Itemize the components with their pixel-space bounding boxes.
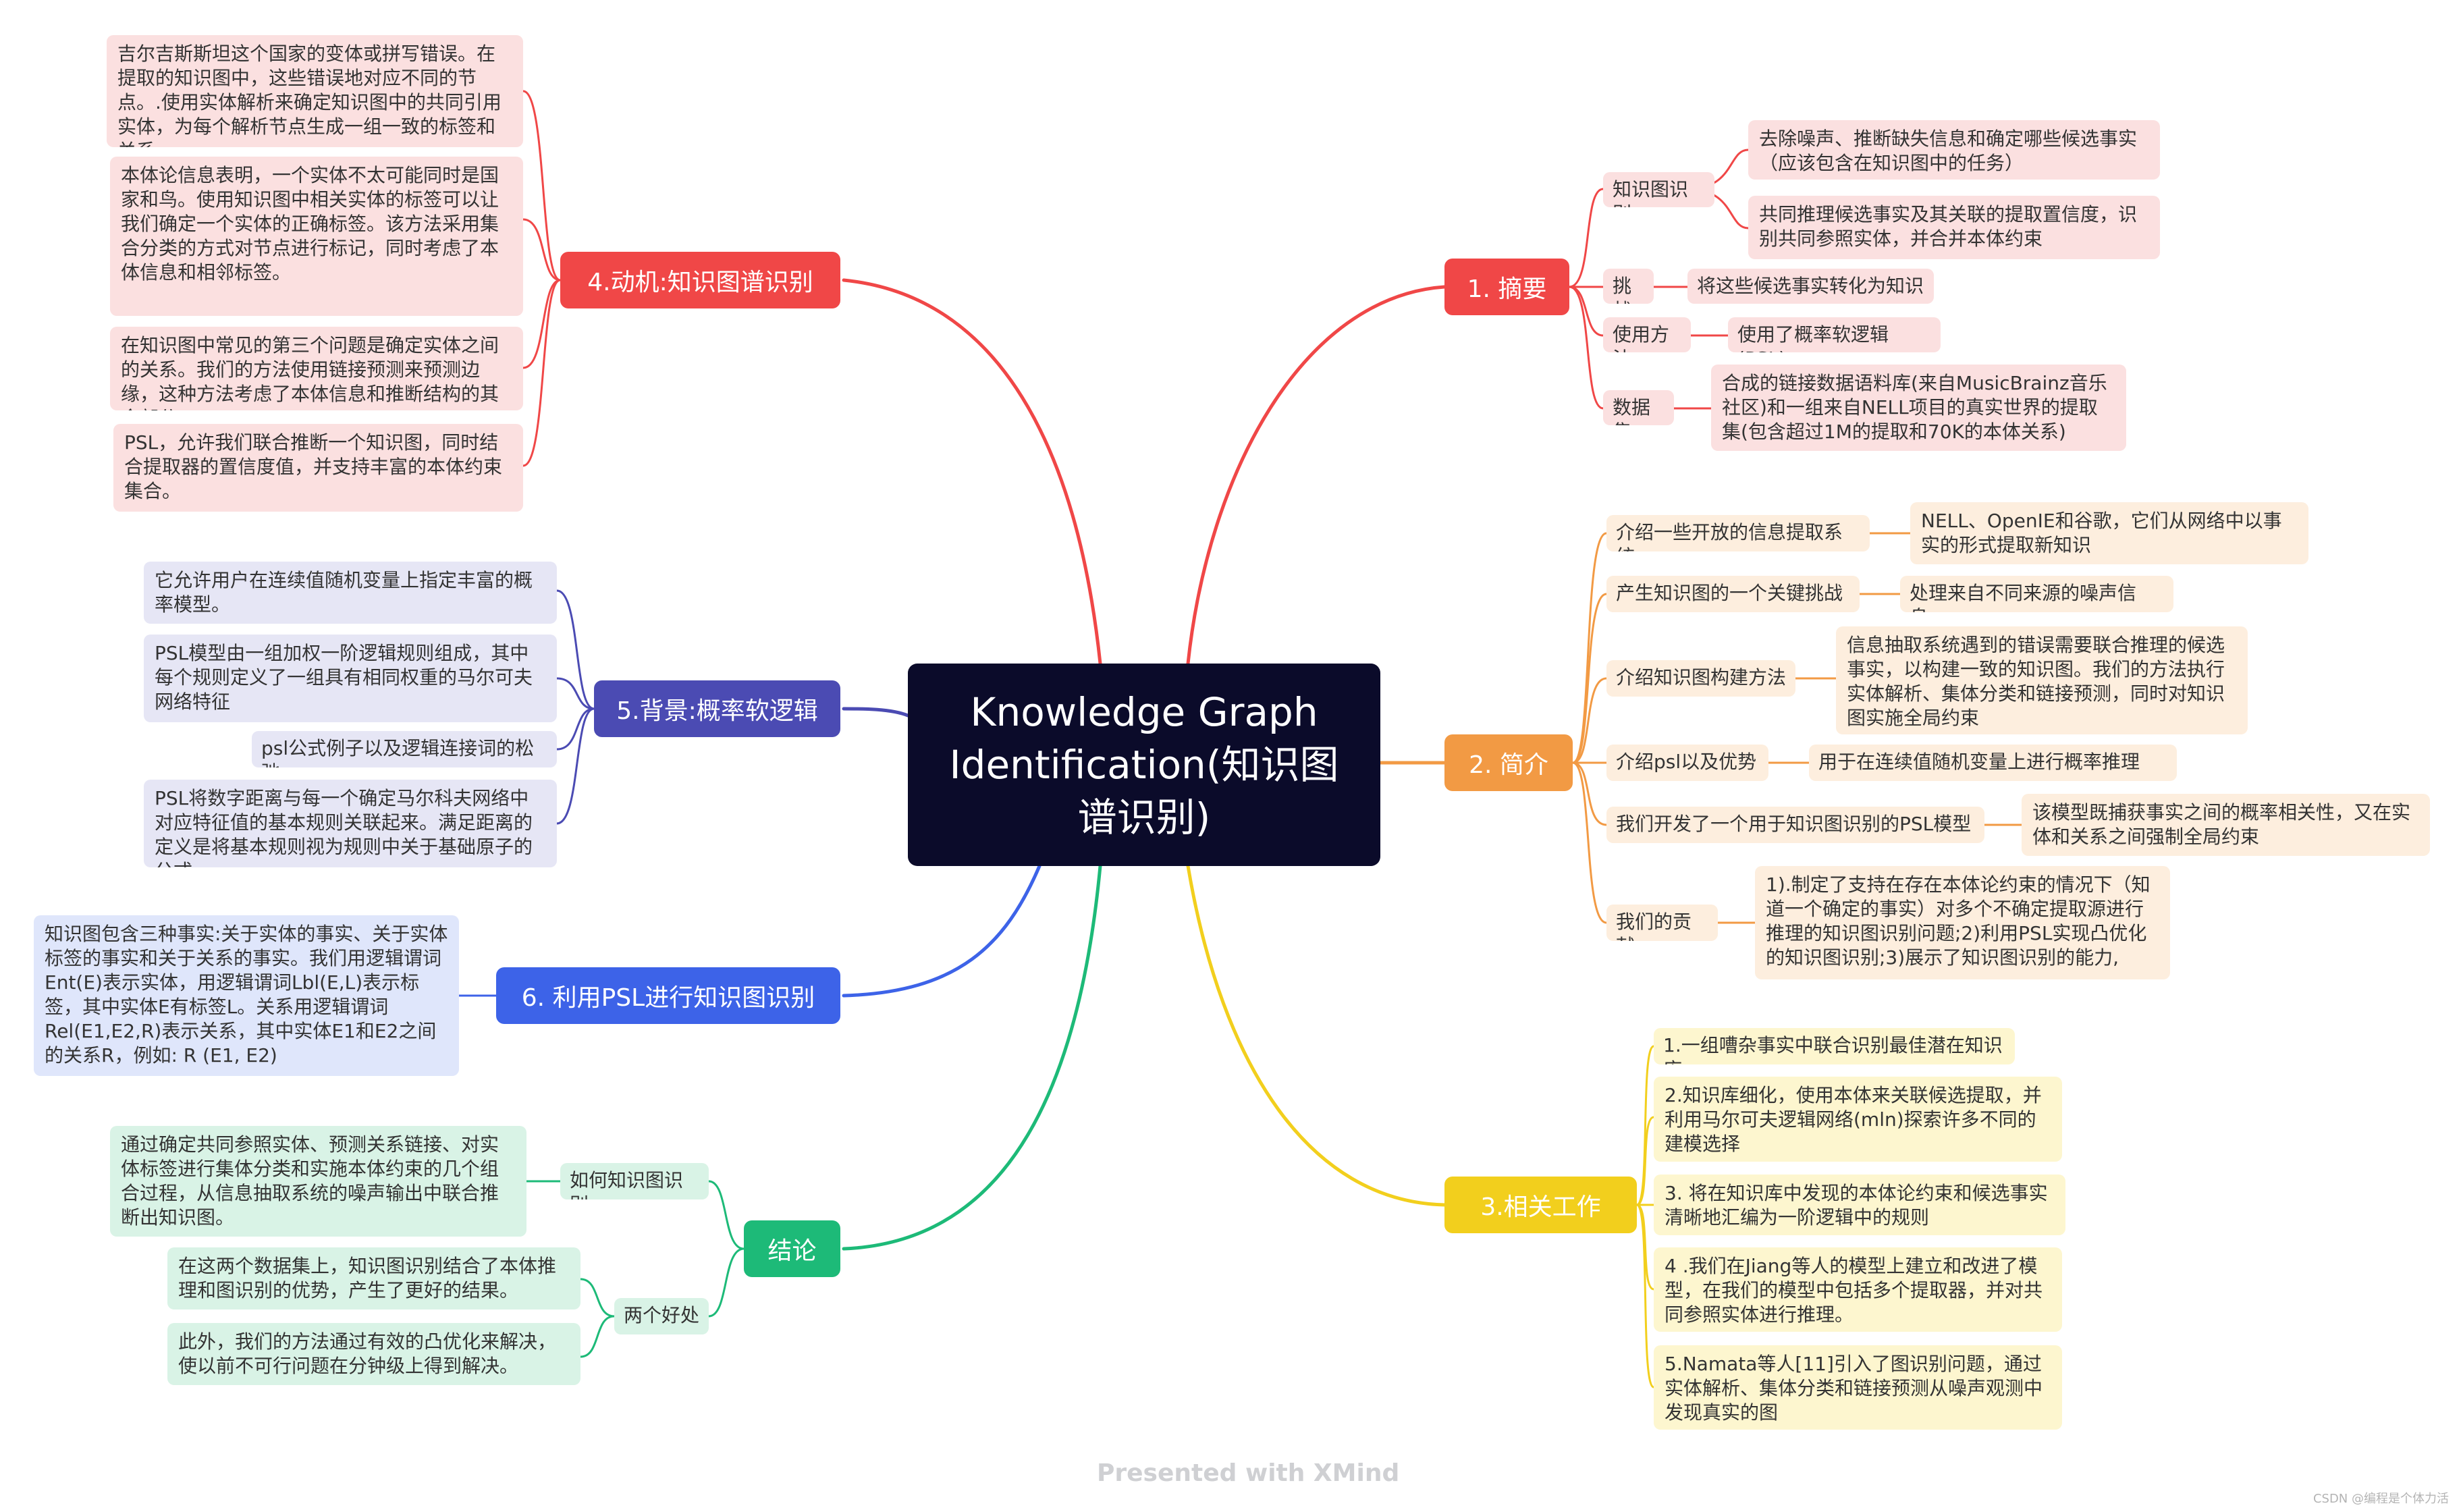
connector-motivation bbox=[842, 278, 1102, 666]
motivation-item-2[interactable]: 本体论信息表明，一个实体不太可能同时是国家和鸟。使用知识图中相关实体的标签可以让… bbox=[110, 157, 523, 316]
branch-abstract[interactable]: 1. 摘要 bbox=[1444, 259, 1569, 315]
conclusion-item-benefit-1[interactable]: 在这两个数据集上，知识图识别结合了本体推理和图识别的优势，产生了更好的结果。 bbox=[167, 1247, 580, 1310]
related-item-2[interactable]: 2.知识库细化，使用本体来关联候选提取，并利用马尔可夫逻辑网络(mln)探索许多… bbox=[1654, 1077, 2062, 1162]
presented-with-xmind: Presented with XMind bbox=[1097, 1459, 1400, 1487]
intro-group-construction[interactable]: 介绍知识图构建方法 bbox=[1606, 660, 1795, 697]
branch-psl-usage[interactable]: 6. 利用PSL进行知识图识别 bbox=[496, 967, 840, 1024]
intro-item-psl[interactable]: 用于在连续值随机变量上进行概率推理 bbox=[1809, 745, 2177, 781]
branch-related[interactable]: 3.相关工作 bbox=[1444, 1177, 1637, 1233]
related-item-4[interactable]: 4 .我们在Jiang等人的模型上建立和改进了模型，在我们的模型中包括多个提取器… bbox=[1654, 1247, 2062, 1332]
intro-group-key-challenge[interactable]: 产生知识图的一个关键挑战 bbox=[1606, 576, 1860, 612]
motivation-item-1[interactable]: 吉尔吉斯斯坦这个国家的变体或拼写错误。在提取的知识图中，这些错误地对应不同的节点… bbox=[107, 35, 523, 147]
motivation-item-3[interactable]: 在知识图中常见的第三个问题是确定实体之间的关系。我们的方法使用链接预测来预测边缘… bbox=[110, 327, 523, 410]
central-topic[interactable]: Knowledge Graph Identification(知识图谱识别) bbox=[908, 664, 1380, 866]
conclusion-item-benefit-2[interactable]: 此外，我们的方法通过有效的凸优化来解决，使以前不可行问题在分钟级上得到解决。 bbox=[167, 1323, 580, 1385]
branch-intro[interactable]: 2. 简介 bbox=[1444, 734, 1573, 791]
related-item-3[interactable]: 3. 将在知识库中发现的本体论约束和候选事实清晰地汇编为一阶逻辑中的规则 bbox=[1654, 1174, 2065, 1235]
csdn-watermark: CSDN @编程是个体力活 bbox=[2313, 1492, 2449, 1506]
abstract-group-challenge[interactable]: 挑战 bbox=[1603, 269, 1654, 304]
background-item-4[interactable]: PSL将数字距离与每一个确定马尔科夫网络中对应特征值的基本规则关联起来。满足距离… bbox=[144, 780, 557, 867]
intro-group-psl[interactable]: 介绍psl以及优势 bbox=[1606, 745, 1768, 781]
connector-background bbox=[842, 707, 910, 718]
intro-item-contribution[interactable]: 1).制定了支持在存在本体论约束的情况下（知道一个确定的事实）对多个不确定提取源… bbox=[1755, 866, 2170, 979]
psl-usage-item-1[interactable]: 知识图包含三种事实:关于实体的事实、关于实体标签的事实和关于关系的事实。我们用逻… bbox=[34, 915, 459, 1076]
abstract-item-task[interactable]: 去除噪声、推断缺失信息和确定哪些候选事实（应该包含在知识图中的任务） bbox=[1748, 120, 2160, 180]
motivation-item-4[interactable]: PSL，允许我们联合推断一个知识图，同时结合提取器的置信度值，并支持丰富的本体约… bbox=[113, 424, 523, 512]
intro-item-psl-model[interactable]: 该模型既捕获事实之间的概率相关性，又在实体和关系之间强制全局约束 bbox=[2022, 794, 2430, 856]
background-item-2[interactable]: PSL模型由一组加权一阶逻辑规则组成，其中每个规则定义了一组具有相同权重的马尔可… bbox=[144, 634, 557, 722]
intro-item-key-challenge[interactable]: 处理来自不同来源的噪声信息。 bbox=[1900, 576, 2173, 612]
abstract-item-method[interactable]: 使用了概率软逻辑(PSL) bbox=[1728, 317, 1941, 352]
connector-psl bbox=[842, 864, 1042, 998]
intro-item-construction[interactable]: 信息抽取系统遇到的错误需要联合推理的候选事实，以构建一致的知识图。我们的方法执行… bbox=[1836, 626, 2248, 734]
branch-motivation[interactable]: 4.动机:知识图谱识别 bbox=[560, 252, 840, 308]
connector-abstract bbox=[1186, 285, 1446, 666]
intro-group-psl-model[interactable]: 我们开发了一个用于知识图识别的PSL模型 bbox=[1606, 807, 1984, 843]
connector-conclusion bbox=[842, 864, 1102, 1251]
abstract-item-joint-reasoning[interactable]: 共同推理候选事实及其关联的提取置信度，识别共同参照实体，并合并本体约束 bbox=[1748, 196, 2160, 259]
abstract-item-dataset[interactable]: 合成的链接数据语料库(来自MusicBrainz音乐社区)和一组来自NELL项目… bbox=[1711, 364, 2126, 451]
conclusion-group-how[interactable]: 如何知识图识别 bbox=[560, 1163, 709, 1199]
intro-item-open-ie[interactable]: NELL、OpenIE和谷歌，它们从网络中以事实的形式提取新知识 bbox=[1910, 502, 2308, 564]
conclusion-item-how[interactable]: 通过确定共同参照实体、预测关系链接、对实体标签进行集体分类和实施本体约束的几个组… bbox=[110, 1126, 526, 1237]
related-item-5[interactable]: 5.Namata等人[11]引入了图识别问题，通过实体解析、集体分类和链接预测从… bbox=[1654, 1345, 2062, 1430]
intro-group-contribution[interactable]: 我们的贡献 bbox=[1606, 905, 1718, 941]
abstract-group-kg-identification[interactable]: 知识图识别 bbox=[1603, 172, 1714, 207]
related-item-1[interactable]: 1.一组嘈杂事实中联合识别最佳潜在知识库 bbox=[1654, 1028, 2015, 1064]
background-item-3[interactable]: psl公式例子以及逻辑连接词的松弛 bbox=[252, 731, 557, 767]
connector-related bbox=[1186, 864, 1446, 1207]
background-item-1[interactable]: 它允许用户在连续值随机变量上指定丰富的概率模型。 bbox=[144, 562, 557, 624]
abstract-item-challenge[interactable]: 将这些候选事实转化为知识 bbox=[1687, 269, 1934, 304]
conclusion-group-benefits[interactable]: 两个好处 bbox=[614, 1298, 709, 1334]
intro-group-open-ie[interactable]: 介绍一些开放的信息提取系统 bbox=[1606, 515, 1870, 551]
abstract-group-dataset[interactable]: 数据集 bbox=[1603, 390, 1674, 425]
branch-background[interactable]: 5.背景:概率软逻辑 bbox=[594, 680, 840, 737]
branch-conclusion[interactable]: 结论 bbox=[744, 1220, 840, 1277]
abstract-group-method[interactable]: 使用方法 bbox=[1603, 317, 1691, 352]
